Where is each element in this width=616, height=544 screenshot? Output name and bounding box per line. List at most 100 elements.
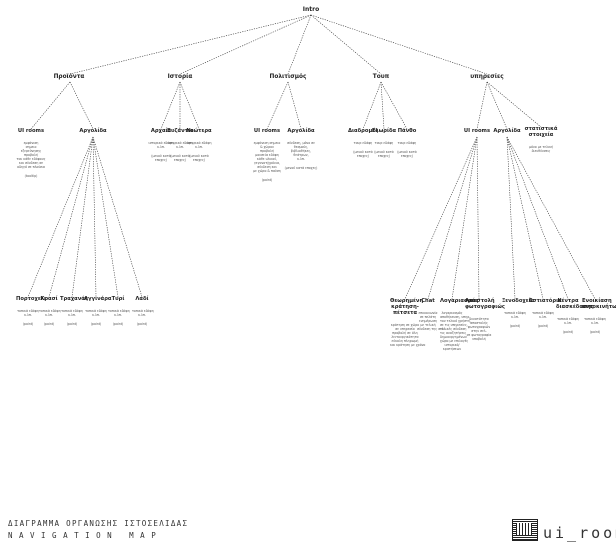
connector-line	[48, 136, 94, 298]
description-line: τοπικά εδάφη	[504, 310, 526, 315]
connector-line	[476, 136, 480, 300]
description-line: δημιουργημένων	[440, 334, 467, 339]
node-title: Αποστολή φωτογραφιώς	[465, 298, 505, 310]
node-title: Ελωρίδα	[371, 128, 397, 134]
connector-line	[287, 81, 302, 130]
description-line: τοπικά εδάφη	[85, 308, 107, 313]
description-line: και κράτηση με χρόνο	[390, 342, 426, 347]
description-line: τοπικά εδάφη	[108, 308, 130, 313]
node-title: Κέντρα διασκέδασης	[556, 298, 594, 310]
node-footnote: (point)	[43, 321, 55, 326]
logo-text: ui_rooms	[543, 524, 616, 542]
description-line: κ.λπ.	[68, 312, 76, 317]
node-touristika-elorida: Ελωρίδα τουρ εδάφη (μενού κατά εποχες)	[369, 128, 399, 158]
description-line: θεσμούς,	[293, 144, 309, 149]
description-line: εύκολη πληρωμή	[391, 338, 419, 343]
description-line: ιστορικά εδάφη	[186, 140, 212, 145]
description-line: τελικές σύνδεση	[440, 326, 467, 331]
connector-line	[476, 81, 488, 130]
description-line: τουρ εδάφη	[353, 140, 373, 145]
description-line: με τελική	[420, 322, 436, 327]
description-line: σύνδεση της σελ.	[417, 326, 445, 331]
connector-line	[30, 81, 71, 130]
description-line: σε υπηρεσία	[395, 326, 415, 331]
node-title: Θεωρημένη κράτηση-πέτσετα	[390, 298, 424, 316]
description-line: κ.λπ.	[511, 314, 519, 319]
ui-rooms-logo: ui_rooms	[512, 519, 616, 541]
connector-line	[287, 14, 312, 75]
node-footnote: (μενού κατά εποχες)	[353, 149, 373, 158]
description-line: επικοινωνία	[418, 310, 438, 315]
description-line: κ.λπ.	[24, 312, 32, 317]
node-title: Πορτοχελι	[16, 296, 47, 302]
description-line: κ.λπ.	[157, 144, 165, 149]
node-footnote: (point)	[261, 177, 273, 182]
node-title: Βυζάντιο	[167, 128, 194, 134]
node-title: UI rooms	[253, 128, 281, 134]
description-line: μόνο με τελική	[529, 144, 553, 149]
description-line: σε πελάτη	[419, 314, 437, 319]
node-proionta-argolida: Αργολίδα	[78, 128, 108, 135]
diagram-title: ΔΙΑΓΡΑΜΜΑ ΟΡΓΑΝΩΣΗΣ ΙΣΤΟΣΕΛΙΔΑΣ	[8, 519, 189, 528]
description-line: τοπικά εδάφη	[532, 310, 554, 315]
description-line: ιστορικά εδάφη	[148, 140, 174, 145]
connector-line	[266, 81, 289, 130]
node-title: Αγγινάρα	[84, 296, 112, 302]
node-title: Νεώτερα	[186, 128, 212, 134]
connector-line	[92, 136, 143, 298]
connector-line	[380, 81, 408, 130]
node-touristika: Τουπ	[366, 74, 396, 81]
node-title: στατιστικά στοιχεία	[524, 126, 558, 138]
description-line: προβολή	[260, 148, 274, 153]
node-description: τουρ εδάφη	[369, 141, 399, 145]
node-root: Intro	[296, 6, 326, 14]
node-footnote: (point)	[136, 321, 148, 326]
connector-line	[310, 14, 488, 75]
connector-line	[310, 14, 382, 75]
node-footnote: (μενού κατά εποχες)	[151, 153, 171, 162]
node-title: Ενοικίαση αυτοκινήτων	[582, 298, 616, 310]
description-line: γεγονοτ/χρόνια,	[254, 160, 280, 165]
description-line: οδηγό σε πλαίσια	[17, 164, 45, 169]
node-footnote: (point)	[22, 321, 34, 326]
connector-line	[506, 136, 516, 300]
description-line: τοπικά εδάφη	[39, 308, 61, 313]
connector-line	[92, 136, 97, 298]
connector-line	[451, 136, 478, 300]
node-proionta: Προϊόντα	[46, 74, 92, 81]
node-title: Τυρί	[111, 296, 125, 302]
description-line: σε τις υπηρεσίες,	[440, 322, 468, 327]
node-footnote: (μενού κατά εποχες)	[170, 153, 190, 162]
node-title: UI rooms	[463, 128, 491, 134]
node-footnote: (tooltip)	[24, 173, 38, 178]
node-footnote: (point)	[90, 321, 102, 326]
node-footnote: (point)	[562, 329, 574, 334]
description-line: θεάτρων,	[293, 152, 309, 157]
node-title: UI rooms	[17, 128, 45, 134]
description-line: με χώρο & παύση	[253, 168, 281, 173]
